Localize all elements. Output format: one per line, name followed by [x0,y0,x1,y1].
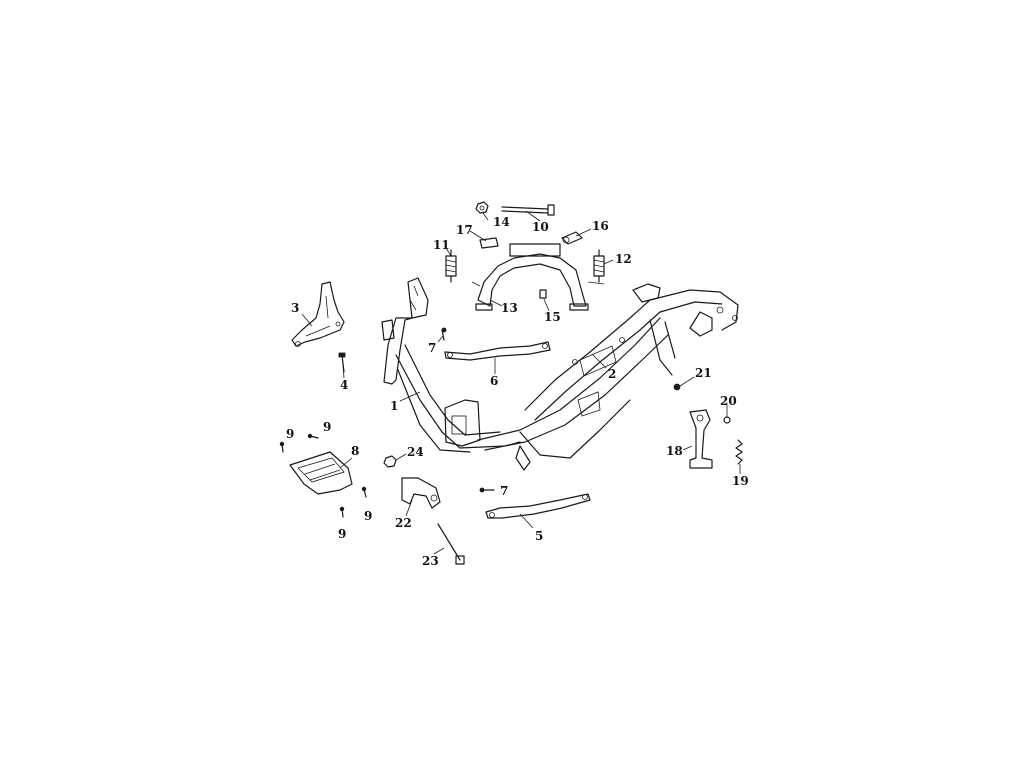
screw-7b [479,487,495,493]
callout-1: 1 [390,399,398,413]
callout-13: 13 [501,301,518,315]
damper-12 [593,249,605,283]
damper-11 [445,249,457,283]
bracket-13 [471,243,605,311]
callout-3: 3 [291,301,299,315]
callout-9b: 9 [323,420,331,434]
front-bracket [291,281,345,347]
plate-17 [479,237,499,249]
clip-15 [539,289,547,299]
pin-20 [723,416,731,424]
callout-9a: 9 [286,427,294,441]
callout-22: 22 [395,516,412,530]
callout-11: 11 [433,238,450,252]
screw-7a [441,327,447,341]
bolt-4 [338,352,346,373]
callout-18: 18 [666,444,683,458]
bar-5 [485,493,591,519]
callout-7b: 7 [500,484,508,498]
callout-labels: 1 2 3 4 5 6 7 7 8 9 9 9 9 10 11 12 13 14… [286,215,749,568]
floor-tray-8 [289,451,353,495]
bar-6 [444,341,551,361]
callout-12: 12 [615,252,632,266]
screw-9c [361,486,367,498]
screw-9a [279,441,285,453]
kickstand-18 [689,409,713,469]
callout-19: 19 [732,474,749,488]
nut-21 [673,383,681,391]
callout-21: 21 [695,366,712,380]
spring-19 [735,439,743,465]
callout-24: 24 [407,445,424,459]
screw-9d [339,506,345,518]
callout-5: 5 [535,529,543,543]
screw-9b [307,433,319,439]
callout-15: 15 [544,310,561,324]
bolt-23 [437,523,465,565]
callout-2: 2 [608,367,616,381]
callout-9d: 9 [338,527,346,541]
clamp-16 [561,231,583,245]
leader-lines [301,210,741,555]
callout-9c: 9 [364,509,372,523]
callout-10: 10 [532,220,549,234]
callout-17: 17 [456,223,473,237]
bolt-10 [501,204,555,216]
callout-14: 14 [493,215,510,229]
callout-7a: 7 [428,341,436,355]
nut-14 [475,201,489,214]
callout-23: 23 [422,554,439,568]
callout-16: 16 [592,219,609,233]
callout-20: 20 [720,394,737,408]
callout-8: 8 [351,444,359,458]
callout-6: 6 [490,374,498,388]
bracket-22 [401,477,441,509]
main-frame [381,277,739,471]
callout-4: 4 [340,378,348,392]
nut-24 [383,455,397,468]
